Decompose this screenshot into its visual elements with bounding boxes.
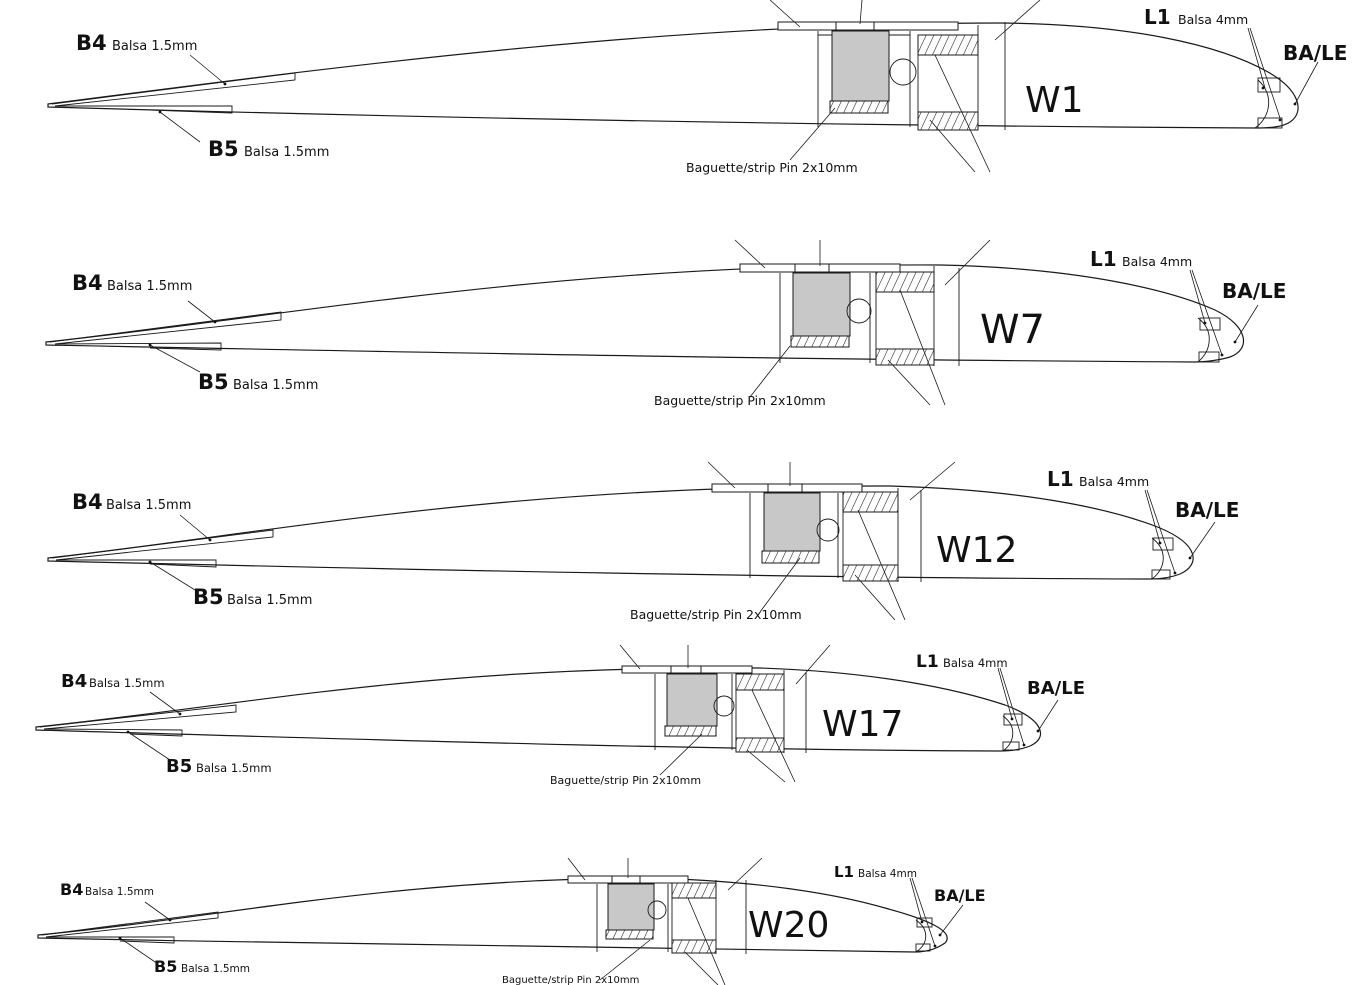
rib-w1-b5-sheet [55, 105, 233, 114]
rib-w1-spar-top [917, 34, 979, 56]
rib-w17-strip-label: Baguette/strip Pin 2x10mm [550, 774, 701, 787]
rib-w7-strip-bottom [790, 335, 850, 348]
rib-w20-b4-label: B4 [60, 880, 83, 899]
rib-w17-name: W17 [822, 704, 903, 745]
rib-w1-outline [47, 22, 1299, 129]
rib-w7: B4 Balsa 1.5mm B5 Balsa 1.5mm Baguette/s… [45, 239, 1286, 408]
rib-w12-b5-label: B5 [193, 585, 224, 609]
rib-w20: B4 Balsa 1.5mm B5 Balsa 1.5mm Baguette/s… [37, 857, 986, 985]
rib-w12-l1-spec: Balsa 4mm [1079, 474, 1149, 489]
rib-w1-spar [831, 30, 890, 102]
rib-w17-outline [35, 667, 1042, 752]
rib-w1-strip-label: Baguette/strip Pin 2x10mm [686, 160, 858, 175]
rib-w17-b5-spec: Balsa 1.5mm [196, 761, 272, 775]
rib-w12-spar-top [842, 491, 899, 513]
rib-w1-b5-label: B5 [208, 137, 239, 161]
rib-w17-b4-label: B4 [61, 671, 87, 692]
rib-w1-l1-block [1257, 77, 1281, 93]
rib-w7-outline [45, 264, 1245, 363]
rib-w7-name: W7 [980, 307, 1045, 353]
rib-w1-l1-label: L1 [1144, 5, 1171, 29]
rib-w7-b4-label: B4 [72, 271, 103, 295]
rib-w20-spar-bottom [671, 939, 717, 954]
rib-w17-spar-bottom [735, 737, 785, 753]
rib-w7-spar [792, 272, 851, 337]
rib-w7-l1-spec: Balsa 4mm [1122, 254, 1192, 269]
rib-w7-strip-label: Baguette/strip Pin 2x10mm [654, 393, 826, 408]
rib-w1-le-label: BA/LE [1283, 41, 1347, 65]
rib-w1-b4-sheet [51, 72, 296, 107]
rib-w20-b4-spec: Balsa 1.5mm [85, 886, 154, 898]
rib-w20-name: W20 [748, 905, 829, 946]
rib-w12-b4-sheet [51, 529, 274, 561]
rib-w7-b5-sheet [54, 342, 222, 351]
rib-w20-spar [607, 883, 655, 931]
rib-w12-l1-block [1152, 537, 1174, 551]
rib-w20-l1-spec: Balsa 4mm [858, 868, 917, 880]
rib-w1-b4-spec: Balsa 1.5mm [112, 39, 197, 54]
rib-w20-b5-label: B5 [154, 957, 177, 976]
rib-w17-b5-label: B5 [166, 756, 192, 777]
rib-w20-b5-spec: Balsa 1.5mm [181, 963, 250, 975]
rib-w12-b4-spec: Balsa 1.5mm [106, 498, 191, 513]
rib-w7-spar-top [875, 271, 935, 293]
rib-w17: B4 Balsa 1.5mm B5 Balsa 1.5mm Baguette/s… [35, 644, 1085, 787]
rib-w7-b4-sheet [49, 311, 282, 345]
rib-w7-b5-spec: Balsa 1.5mm [233, 378, 318, 393]
rib-w20-le-label: BA/LE [934, 886, 986, 905]
rib-w1-name: W1 [1025, 80, 1084, 121]
rib-w17-l1-spec: Balsa 4mm [943, 656, 1008, 670]
rib-w12-strip-bottom [761, 550, 820, 564]
rib-w12-strip-label: Baguette/strip Pin 2x10mm [630, 607, 802, 622]
rib-w12-b5-sheet [56, 559, 217, 568]
rib-w12-l1-label: L1 [1047, 467, 1074, 491]
rib-w1-l1-spec: Balsa 4mm [1178, 12, 1248, 27]
rib-w1-strip-bottom [829, 100, 889, 114]
rib-w17-l1-label: L1 [916, 652, 939, 672]
rib-w17-spar [666, 673, 718, 727]
rib-w20-b5-sheet [46, 936, 175, 944]
rib-w1: B4 Balsa 1.5mm B5 Balsa 1.5mm Baguette/s… [47, 0, 1347, 175]
rib-w12-b4-label: B4 [72, 490, 103, 514]
rib-w1-b4-label: B4 [76, 31, 107, 55]
rib-w12-spar [763, 492, 821, 552]
rib-w17-b5-sheet [43, 728, 183, 737]
rib-w20-l1-label: L1 [834, 863, 854, 881]
rib-w12-le-label: BA/LE [1175, 498, 1239, 522]
rib-w7-b5-label: B5 [198, 370, 229, 394]
rib-w20-l1-block [916, 917, 933, 928]
rib-w17-b4-spec: Balsa 1.5mm [89, 676, 165, 690]
rib-w7-spar-bottom [875, 348, 935, 366]
rib-w7-le-label: BA/LE [1222, 279, 1286, 303]
rib-w12-spar-bottom [842, 564, 899, 582]
rib-w17-spar-top [735, 673, 785, 691]
rib-w12-name: W12 [936, 530, 1017, 571]
rib-w20-spar-top [671, 882, 717, 899]
rib-w17-strip-bottom [664, 725, 717, 737]
rib-w12-b5-spec: Balsa 1.5mm [227, 593, 312, 608]
rib-w1-b5-spec: Balsa 1.5mm [244, 145, 329, 160]
rib-w7-l1-label: L1 [1090, 247, 1117, 271]
rib-w12: B4 Balsa 1.5mm B5 Balsa 1.5mm Baguette/s… [47, 461, 1239, 622]
rib-w20-strip-bottom [605, 929, 654, 940]
rib-w17-b4-sheet [39, 704, 237, 730]
rib-w7-b4-spec: Balsa 1.5mm [107, 279, 192, 294]
rib-w20-strip-label: Baguette/strip Pin 2x10mm [502, 975, 639, 985]
rib-w20-b4-sheet [41, 911, 219, 938]
rib-w17-le-label: BA/LE [1027, 678, 1085, 699]
rib-w12-outline [47, 485, 1194, 580]
rib-w7-l1-block [1199, 317, 1221, 331]
rib-w17-l1-block [1003, 713, 1023, 726]
